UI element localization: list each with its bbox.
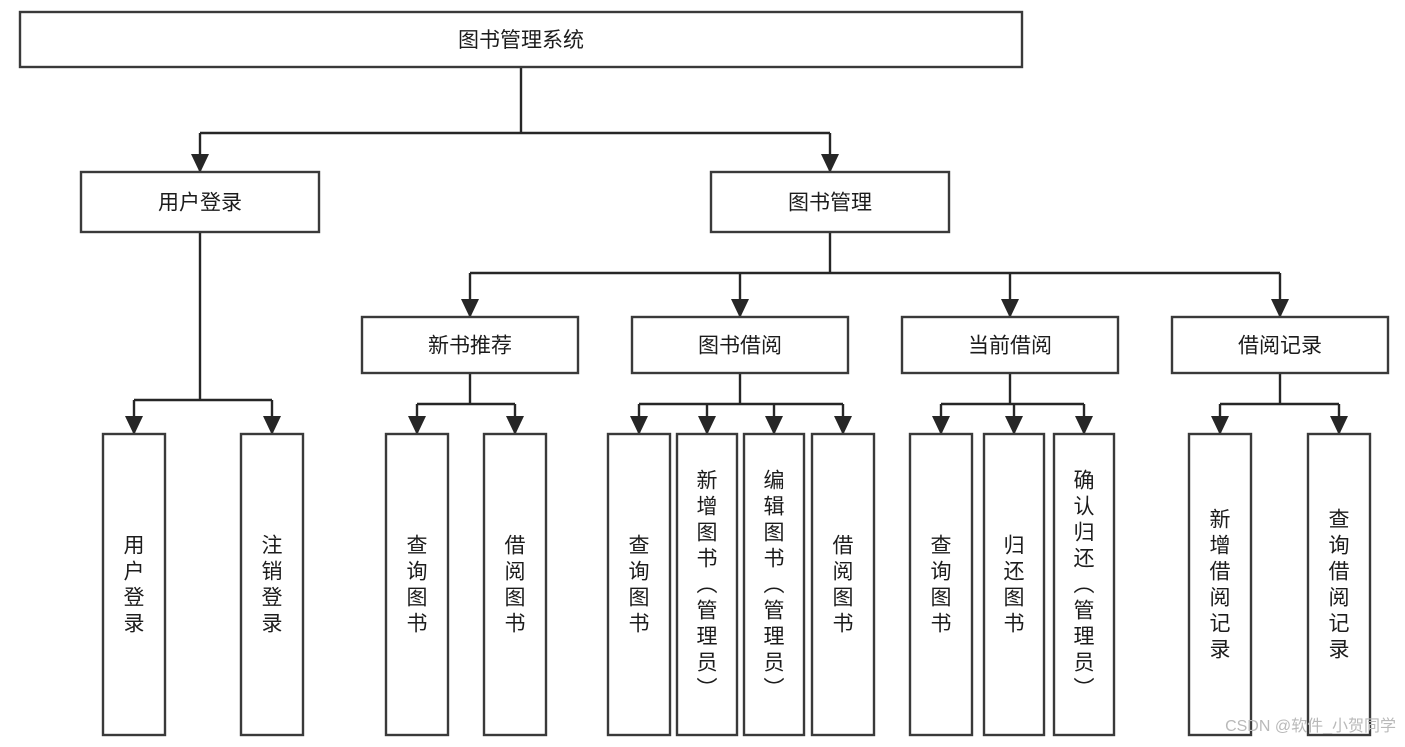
- node-current-borrow-label: 当前借阅: [968, 335, 1052, 358]
- conn-borrow-record-arrow-1: [1330, 416, 1348, 435]
- node-leaf-user-login[interactable]: 用户登录: [101, 432, 167, 737]
- node-borrow-record[interactable]: 借阅记录: [1170, 315, 1390, 375]
- node-leaf-query-book-current-box: [908, 432, 974, 737]
- node-leaf-add-borrow-record[interactable]: 新增借阅记录: [1187, 432, 1253, 737]
- conn-book-manage-arrow-0: [461, 299, 479, 318]
- node-leaf-query-book-current-label: 查询图书: [931, 535, 952, 636]
- conn-book-manage-arrow-3: [1271, 299, 1289, 318]
- node-leaf-borrow-book-recommend-label: 借阅图书: [505, 535, 526, 636]
- node-leaf-add-book-admin-label: 新增图书︵管理员︶: [697, 470, 718, 701]
- node-new-book-recommend-label: 新书推荐: [428, 335, 512, 358]
- node-leaf-edit-book-admin-label: 编辑图书︵管理员︶: [764, 470, 785, 701]
- conn-new-book-recommend-arrow-0: [408, 416, 426, 435]
- node-leaf-confirm-return-admin-box: [1052, 432, 1116, 737]
- conn-book-borrow-arrow-3: [834, 416, 852, 435]
- node-leaf-add-book-admin[interactable]: 新增图书︵管理员︶: [675, 432, 739, 737]
- node-leaf-logout[interactable]: 注销登录: [239, 432, 305, 737]
- node-borrow-record-label: 借阅记录: [1238, 335, 1322, 358]
- node-book-manage-label: 图书管理: [788, 192, 872, 215]
- watermark-label: CSDN @软件_小贺同学: [1225, 717, 1396, 735]
- conn-book-manage-arrow-2: [1001, 299, 1019, 318]
- node-leaf-borrow-book-label: 借阅图书: [833, 535, 854, 636]
- node-leaf-return-book-box: [982, 432, 1046, 737]
- node-leaf-add-borrow-record-label: 新增借阅记录: [1210, 509, 1231, 662]
- node-leaf-query-borrow-record-label: 查询借阅记录: [1329, 509, 1350, 662]
- node-root-system-box: [18, 10, 1024, 69]
- node-leaf-query-borrow-record-box: [1306, 432, 1372, 737]
- conn-book-borrow-arrow-2: [765, 416, 783, 435]
- node-leaf-add-borrow-record-box: [1187, 432, 1253, 737]
- conn-book-manage-arrow-1: [731, 299, 749, 318]
- node-leaf-query-borrow-record[interactable]: 查询借阅记录: [1306, 432, 1372, 737]
- node-book-manage[interactable]: 图书管理: [709, 170, 951, 234]
- node-book-borrow[interactable]: 图书借阅: [630, 315, 850, 375]
- conn-current-borrow-arrow-2: [1075, 416, 1093, 435]
- node-user-login-box: [79, 170, 321, 234]
- node-leaf-query-book-borrow-box: [606, 432, 672, 737]
- node-leaf-user-login-label: 用户登录: [124, 535, 145, 636]
- node-leaf-query-book-recommend-label: 查询图书: [407, 535, 428, 636]
- node-leaf-query-book-borrow[interactable]: 查询图书: [606, 432, 672, 737]
- conn-current-borrow-arrow-1: [1005, 416, 1023, 435]
- node-leaf-query-book-recommend[interactable]: 查询图书: [384, 432, 450, 737]
- node-new-book-recommend-box: [360, 315, 580, 375]
- node-leaf-confirm-return-admin-label: 确认归还︵管理员︶: [1074, 470, 1095, 701]
- node-book-manage-box: [709, 170, 951, 234]
- node-book-borrow-box: [630, 315, 850, 375]
- node-leaf-borrow-book-recommend[interactable]: 借阅图书: [482, 432, 548, 737]
- node-leaf-add-book-admin-box: [675, 432, 739, 737]
- conn-book-borrow-arrow-0: [630, 416, 648, 435]
- node-leaf-logout-label: 注销登录: [262, 535, 283, 636]
- node-current-borrow[interactable]: 当前借阅: [900, 315, 1120, 375]
- node-leaf-borrow-book-box: [810, 432, 876, 737]
- node-leaf-return-book[interactable]: 归还图书: [982, 432, 1046, 737]
- node-root-system[interactable]: 图书管理系统: [18, 10, 1024, 69]
- conn-root-arrow-0: [191, 154, 209, 173]
- node-leaf-return-book-label: 归还图书: [1004, 535, 1025, 636]
- connector-layer: [125, 67, 1348, 435]
- conn-current-borrow-arrow-0: [932, 416, 950, 435]
- node-book-borrow-label: 图书借阅: [698, 335, 782, 358]
- conn-user-login-arrow-0: [125, 416, 143, 435]
- node-current-borrow-box: [900, 315, 1120, 375]
- node-leaf-query-book-recommend-box: [384, 432, 450, 737]
- node-leaf-borrow-book-recommend-box: [482, 432, 548, 737]
- conn-user-login-arrow-1: [263, 416, 281, 435]
- node-leaf-confirm-return-admin[interactable]: 确认归还︵管理员︶: [1052, 432, 1116, 737]
- node-root-system-label: 图书管理系统: [458, 29, 584, 52]
- node-leaf-logout-box: [239, 432, 305, 737]
- node-new-book-recommend[interactable]: 新书推荐: [360, 315, 580, 375]
- node-leaf-query-book-current[interactable]: 查询图书: [908, 432, 974, 737]
- conn-new-book-recommend-arrow-1: [506, 416, 524, 435]
- node-user-login[interactable]: 用户登录: [79, 170, 321, 234]
- conn-borrow-record-arrow-0: [1211, 416, 1229, 435]
- node-leaf-edit-book-admin[interactable]: 编辑图书︵管理员︶: [742, 432, 806, 737]
- node-leaf-query-book-borrow-label: 查询图书: [629, 535, 650, 636]
- node-leaf-user-login-box: [101, 432, 167, 737]
- node-user-login-label: 用户登录: [158, 192, 242, 215]
- conn-root-arrow-1: [821, 154, 839, 173]
- node-layer: 图书管理系统用户登录图书管理新书推荐图书借阅当前借阅借阅记录用户登录注销登录查询…: [18, 10, 1390, 737]
- conn-book-borrow-arrow-1: [698, 416, 716, 435]
- node-leaf-borrow-book[interactable]: 借阅图书: [810, 432, 876, 737]
- node-borrow-record-box: [1170, 315, 1390, 375]
- node-leaf-edit-book-admin-box: [742, 432, 806, 737]
